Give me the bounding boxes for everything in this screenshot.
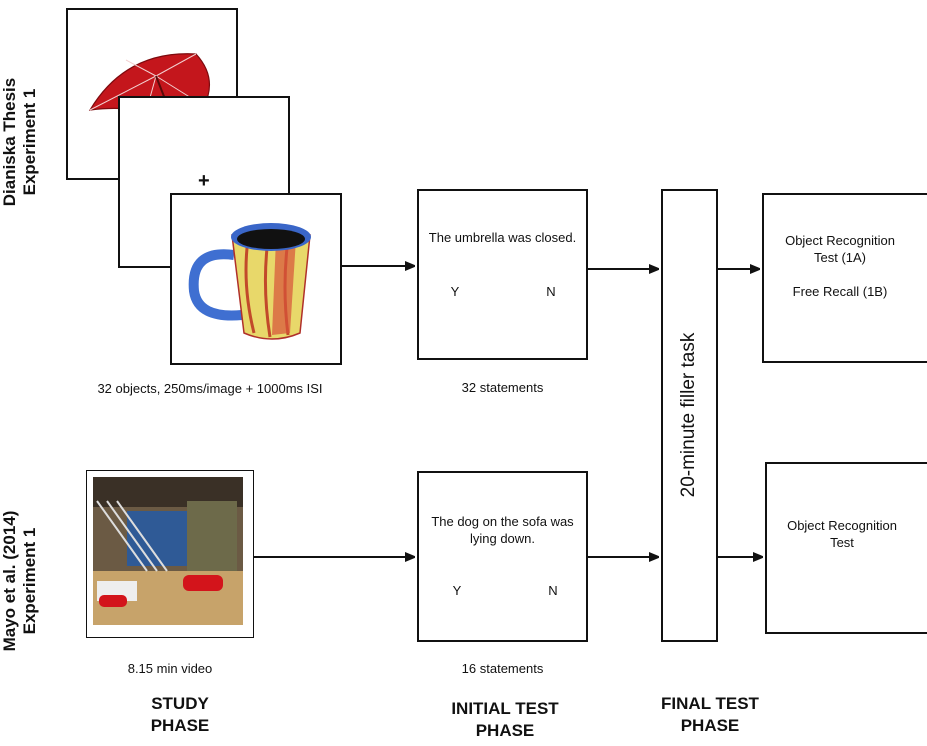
- object-recognition: Object Recognition Test: [787, 518, 897, 550]
- yes-response: Y: [452, 583, 462, 598]
- yes-response: Y: [450, 284, 460, 299]
- fixation-cross: +: [198, 170, 210, 192]
- mug-image: [188, 223, 311, 340]
- initial-caption-top: 32 statements: [461, 380, 544, 395]
- study-caption-bottom: 8.15 min video: [127, 661, 213, 676]
- no-response: N: [548, 583, 558, 598]
- initial-test-box-top: The umbrella was closed. Y N: [417, 189, 588, 360]
- statement-umbrella: The umbrella was closed.: [428, 230, 577, 245]
- study-card-mug: [170, 193, 342, 365]
- phase-label-initial: INITIAL TEST PHASE: [451, 699, 559, 740]
- no-response: N: [546, 284, 556, 299]
- initial-caption-bottom: 16 statements: [461, 661, 544, 676]
- statement-dog: The dog on the sofa was lying down.: [431, 514, 574, 546]
- study-caption-top: 32 objects, 250ms/image + 1000ms ISI: [97, 381, 323, 396]
- living-room-image: [93, 477, 243, 625]
- phase-label-study: STUDY PHASE: [150, 694, 210, 735]
- final-test-box-bottom: Object Recognition Test: [765, 462, 927, 634]
- filler-task-box: [661, 189, 718, 642]
- initial-test-box-bottom: The dog on the sofa was lying down. Y N: [417, 471, 588, 642]
- object-recognition-1a: Object Recognition Test (1A): [785, 233, 895, 265]
- phase-label-final: FINAL TEST PHASE: [661, 694, 759, 735]
- study-card-video: [86, 470, 254, 638]
- final-test-box-top: Object Recognition Test (1A) Free Recall…: [762, 193, 927, 363]
- free-recall-1b: Free Recall (1B): [792, 284, 888, 299]
